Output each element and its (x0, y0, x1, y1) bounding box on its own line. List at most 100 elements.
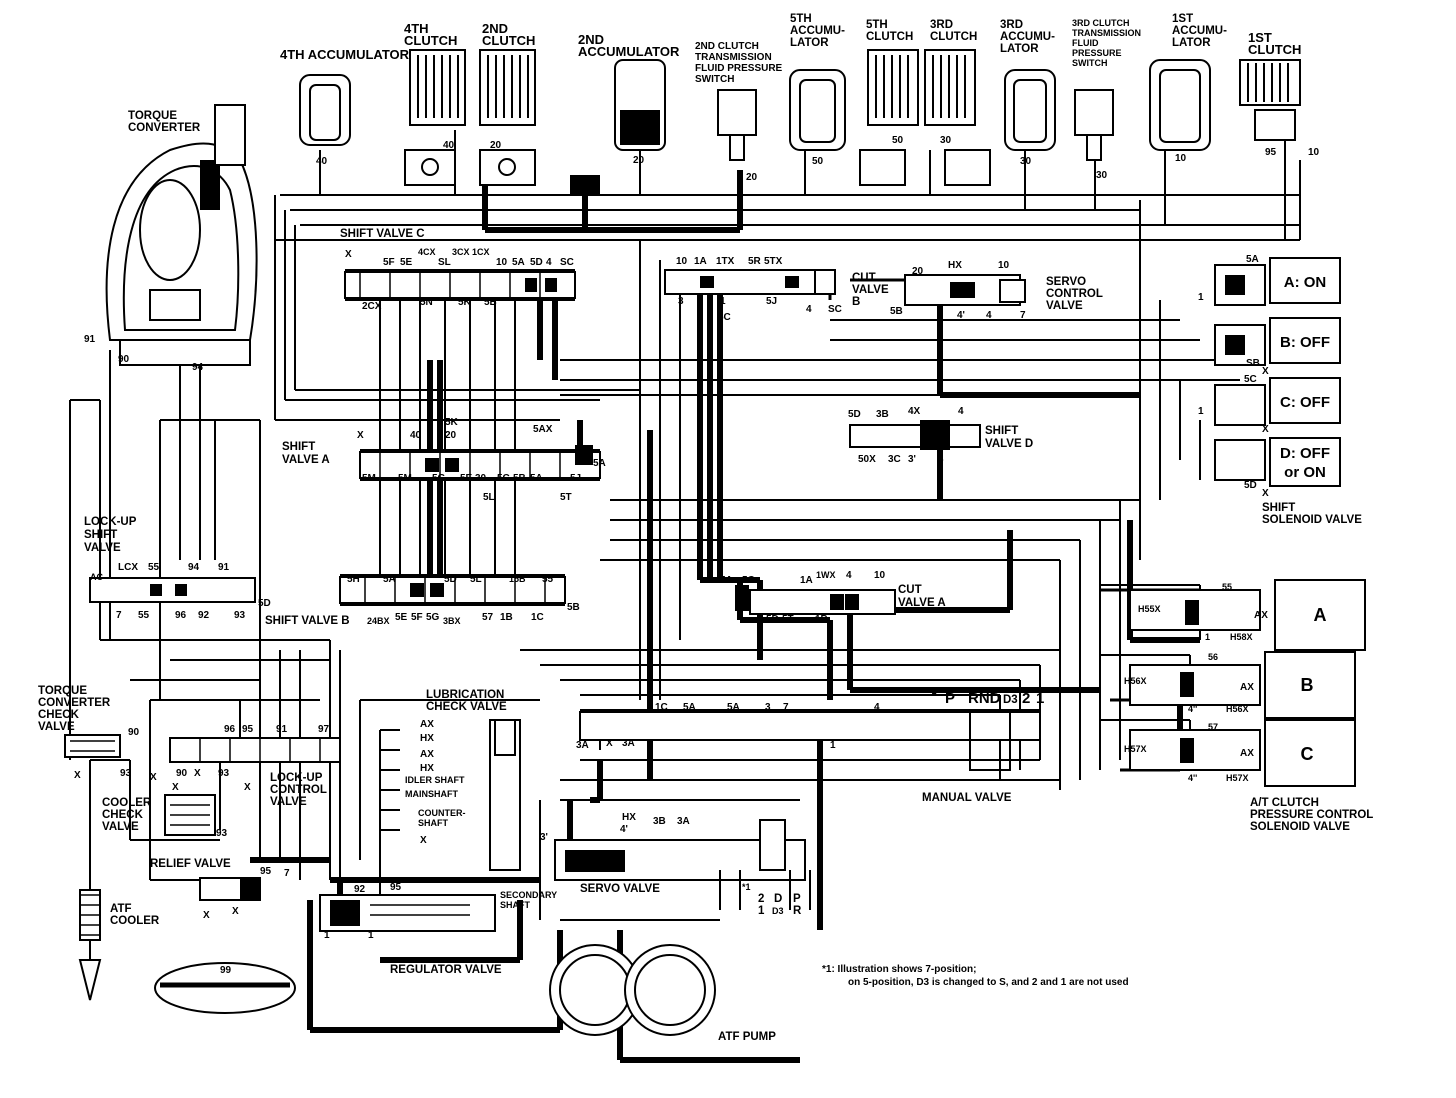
port-sva-4: 5AX (533, 424, 553, 435)
port-luv-9: 93 (234, 610, 246, 621)
port-svd-3: 4 (958, 406, 964, 417)
port-luc-8: X (194, 768, 201, 779)
port-pcs-1: 55 (1222, 582, 1232, 592)
solenoid-a-status: A: ON (1284, 274, 1327, 291)
label-lube-check-2: CHECK VALVE (426, 701, 507, 713)
label-shift-valve-d-1: SHIFT (985, 425, 1018, 437)
port-sv-4: 7 (783, 702, 789, 713)
label-shift-valve-c: SHIFT VALVE C (340, 228, 425, 240)
label-servo-control-3: VALVE (1046, 300, 1083, 312)
port-svb-12: 57 (482, 612, 494, 623)
port-svb-6: 5B (567, 602, 580, 613)
label-at-clutch-solenoid-1: A/T CLUTCH (1250, 797, 1319, 809)
label-lockup-shift-2: SHIFT (84, 529, 117, 541)
port-pcs-13: H56X (1226, 704, 1249, 714)
port-svb-3: 5L (470, 574, 482, 585)
port-luv-2: 94 (188, 562, 200, 573)
port-scv-3: 5B (890, 306, 903, 317)
label-relief-valve: RELIEF VALVE (150, 858, 231, 870)
label-manual-valve: MANUAL VALVE (922, 792, 1012, 804)
port-sv-13: 4' (620, 824, 628, 835)
port-top-10: 10 (1175, 153, 1187, 164)
port-luv-1: 55' (148, 562, 162, 573)
label-clutch-2nd-2: CLUTCH (482, 33, 535, 48)
port-cvb-5: 3 (678, 296, 684, 307)
cooler-check-valve (164, 794, 216, 836)
port-cvb-8: 4 (806, 304, 812, 315)
port-sva-7: 5G (432, 473, 446, 484)
port-svd-2: 4X (908, 406, 921, 417)
pressure-switch-2nd (717, 89, 757, 161)
port-reg-4: 1 (324, 930, 330, 941)
label-at-clutch-solenoid-3: SOLENOID VALVE (1250, 821, 1350, 833)
port-cva-0: 5A (720, 575, 733, 586)
clutch-4th (404, 49, 466, 186)
label-accum-2nd-2: ACCUMULATOR (578, 44, 680, 59)
label-accum-1st-3: LATOR (1172, 37, 1211, 49)
label-accum-3rd-2: ACCUMU- (1000, 31, 1055, 43)
port-top-4: 20 (746, 172, 758, 183)
port-labels-lockup: LCX 55' 94 91 5D 7 55 96 92 93 91 90 94 … (84, 334, 271, 621)
port-svc-4: SL (438, 257, 451, 268)
thin-lines (69, 130, 1301, 1000)
port-svb-13: 1B (500, 612, 513, 623)
port-labels-shift-valve-a: X 40 5K 20 5AX 5M 5M 5G 5E 30 5C 5B 5A 5… (357, 417, 606, 503)
port-svb-10: 5G (426, 612, 440, 623)
port-sva-16: 5J (570, 473, 581, 484)
clutch-5th (859, 49, 919, 186)
port-sva-3: 20 (445, 430, 457, 441)
port-labels-pressure-solenoids: H55X 55 H58X AX 1 H56X 56 AX 4'' H57X 57… (1124, 582, 1268, 783)
lube-port-counter-2: SHAFT (418, 818, 448, 828)
port-svd-1: 3B (876, 409, 889, 420)
port-pcs-0: H55X (1138, 604, 1161, 614)
label-tc-check-2: CONVERTER (38, 697, 111, 709)
label-shift-valve-a-1: SHIFT (282, 441, 315, 453)
port-cva-7: 5T (782, 614, 794, 625)
label-switch-2nd-3: FLUID PRESSURE (695, 63, 783, 74)
port-top-5: 50 (812, 156, 824, 167)
servo-pos-2: 2 (758, 893, 764, 905)
port-top-2: 20 (490, 140, 502, 151)
port-reg-0: 95 (260, 866, 272, 877)
port-reg-3: 95 (390, 882, 402, 893)
label-accum-1st-2: ACCUMU- (1172, 25, 1227, 37)
port-svc-2: 5E (400, 257, 413, 268)
cut-valve-a (735, 585, 896, 615)
port-sv-1: 5A (683, 702, 696, 713)
solenoid-b-box (1269, 317, 1341, 364)
port-sv-10: HX (622, 812, 636, 823)
port-svb-1: 5A (383, 574, 396, 585)
port-cvb-1: 1A (694, 256, 707, 267)
lube-port-ax-1: AX (420, 719, 434, 730)
shift-valve-a (359, 445, 601, 479)
label-atf-pump: ATF PUMP (718, 1031, 776, 1043)
port-svb-8: 5E (395, 612, 408, 623)
port-top-7: 30 (940, 135, 952, 146)
label-switch-3rd-3: FLUID (1072, 38, 1099, 48)
label-shift-solenoid-1: SHIFT (1262, 502, 1295, 514)
label-switch-3rd-1: 3RD CLUTCH (1072, 18, 1130, 28)
pressure-solenoid-a-box (1274, 579, 1366, 651)
port-cvb-7: 5J (766, 296, 777, 307)
solenoid-c-box (1269, 377, 1341, 424)
port-sv-11: 3B (653, 816, 666, 827)
port-sva-9: 30 (475, 473, 487, 484)
manual-pos-p: P (945, 690, 955, 707)
port-sva-13: 5L (483, 492, 495, 503)
lube-port-x: X (420, 835, 427, 846)
label-cut-valve-b-3: B (852, 296, 860, 308)
port-reg-1: 7 (284, 868, 290, 879)
port-pcs-11: AX (1240, 748, 1254, 759)
label-tc-check-1: TORQUE (38, 685, 87, 697)
solenoid-c-status: C: OFF (1280, 394, 1330, 411)
port-pcs-7: AX (1240, 682, 1254, 693)
port-labels-top: 40 40 20 20 20 50 50 30 30 30 10 95 10 (316, 135, 1320, 183)
port-luc-10: X (172, 782, 179, 793)
port-cva-8: 1B (815, 614, 828, 625)
servo-pos-d3: D3 (772, 906, 784, 916)
port-top-12: 10 (1308, 147, 1320, 158)
port-sol-2: SB (1246, 358, 1260, 369)
servo-valve-body (554, 819, 811, 910)
port-svc-15: 5B (484, 297, 497, 308)
port-cvb-10: SC (828, 304, 842, 315)
